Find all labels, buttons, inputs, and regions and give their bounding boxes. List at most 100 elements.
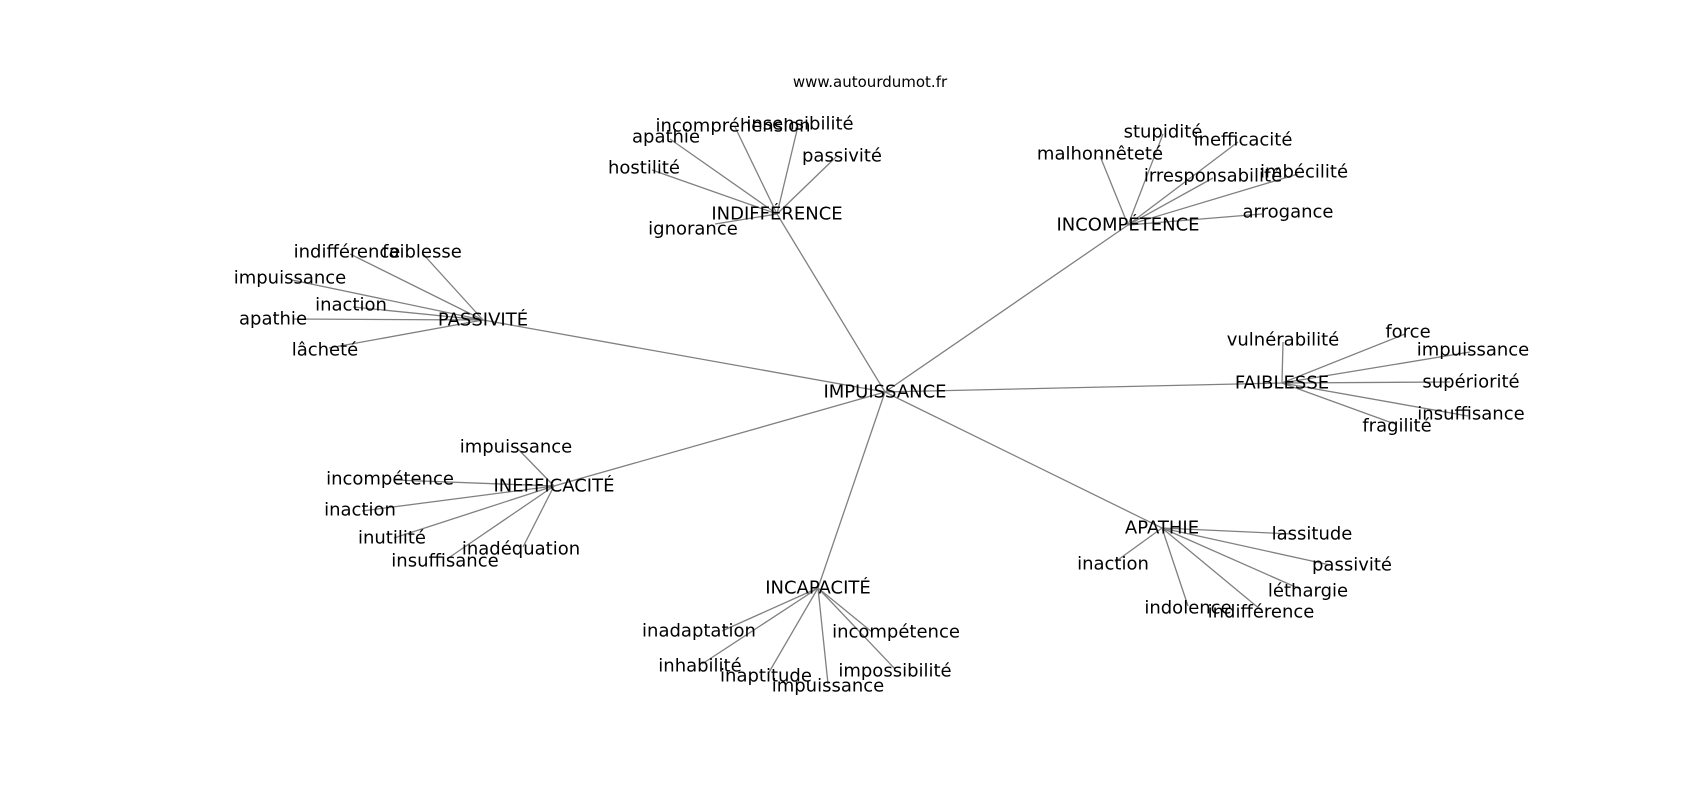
leaf-node-label: impuissance: [1417, 340, 1530, 361]
leaf-node-label: passivité: [1312, 555, 1392, 576]
edge-hub-6-leaf-0: [721, 587, 819, 632]
center-node-label: IMPUISSANCE: [823, 382, 946, 403]
edge-hub-6-leaf-1: [817, 587, 873, 633]
edge-hub-0-leaf-2: [669, 138, 778, 215]
edge-hub-1-leaf-5: [1127, 213, 1263, 226]
leaf-node-label: inaction: [324, 500, 396, 521]
edge-hub-4-leaf-5: [446, 485, 555, 560]
edges-layer: [291, 125, 1471, 685]
leaf-node-label: insuffisance: [1417, 404, 1524, 425]
edge-hub-4-leaf-2: [361, 485, 555, 512]
edge-hub-2-leaf-4: [292, 318, 484, 321]
edge-center-hub-1: [884, 224, 1129, 393]
hub-node-label: APATHIE: [1125, 518, 1199, 539]
leaf-node-label: stupidité: [1124, 122, 1203, 143]
leaf-node-label: lâcheté: [292, 340, 359, 361]
edge-hub-3-leaf-5: [1281, 382, 1396, 425]
edge-hub-5-leaf-4: [1161, 527, 1189, 607]
leaf-node-label: faiblesse: [382, 242, 462, 263]
leaf-node-label: inadéquation: [462, 539, 580, 560]
edge-hub-3-leaf-1: [1281, 333, 1406, 384]
edge-hub-0-leaf-4: [651, 169, 778, 215]
leaf-node-label: impossibilité: [838, 661, 951, 682]
edge-hub-2-leaf-3: [352, 306, 484, 321]
edge-center-hub-2: [482, 319, 886, 393]
edge-hub-5-leaf-2: [1161, 527, 1331, 566]
hub-node-label: FAIBLESSE: [1235, 373, 1329, 394]
edge-center-hub-5: [884, 391, 1163, 529]
leaf-node-label: inaction: [1077, 554, 1149, 575]
edge-hub-1-leaf-4: [1127, 173, 1299, 226]
edge-hub-6-leaf-5: [817, 587, 829, 685]
edge-hub-0-leaf-5: [714, 213, 778, 225]
leaf-node-label: supériorité: [1422, 372, 1519, 393]
edge-hub-3-leaf-4: [1281, 382, 1469, 417]
leaf-node-label: ignorance: [648, 219, 738, 240]
edge-hub-1-leaf-0: [1127, 133, 1164, 226]
leaf-node-label: incompréhension: [655, 116, 810, 137]
edge-hub-0-leaf-0: [734, 126, 778, 215]
site-watermark: www.autourdumot.fr: [793, 73, 948, 91]
edge-hub-1-leaf-1: [1127, 141, 1239, 226]
leaf-node-label: inutilité: [358, 528, 426, 549]
leaf-node-label: inaptitude: [720, 666, 812, 687]
leaf-node-label: impuissance: [234, 268, 347, 289]
leaf-node-label: léthargie: [1268, 581, 1348, 602]
leaf-node-label: incompétence: [326, 469, 454, 490]
edge-hub-2-leaf-5: [328, 319, 484, 349]
leaf-node-label: inadaptation: [642, 621, 756, 642]
leaf-node-label: force: [1385, 322, 1430, 343]
leaf-node-label: indifférence: [1208, 602, 1315, 623]
leaf-node-label: vulnérabilité: [1227, 330, 1340, 351]
leaf-node-label: lassitude: [1272, 524, 1353, 545]
edge-hub-6-leaf-4: [767, 587, 819, 675]
leaf-node-label: inaction: [315, 295, 387, 316]
edge-hub-2-leaf-1: [422, 253, 484, 321]
edge-hub-1-leaf-3: [1127, 177, 1214, 226]
leaf-node-label: arrogance: [1243, 202, 1334, 223]
edge-hub-2-leaf-2: [291, 279, 484, 321]
edge-hub-5-leaf-0: [1161, 527, 1293, 535]
leaf-node-label: incompétence: [832, 622, 960, 643]
leaf-node-label: apathie: [632, 127, 700, 148]
leaf-node-label: inefficacité: [1194, 130, 1293, 151]
leaf-node-label: apathie: [239, 309, 307, 330]
edge-hub-3-leaf-3: [1281, 381, 1451, 384]
edge-center-hub-6: [817, 391, 886, 589]
hub-node-label: INDIFFÉRENCE: [711, 203, 842, 225]
leaf-node-label: inhabilité: [658, 656, 741, 677]
leaf-node-label: passivité: [802, 146, 882, 167]
edge-center-hub-4: [553, 391, 886, 487]
edge-hub-5-leaf-5: [1161, 527, 1262, 611]
leaf-node-label: malhonnêteté: [1037, 144, 1163, 165]
leaf-node-label: imbécilité: [1260, 162, 1348, 183]
leaf-node-label: insensibilité: [746, 114, 853, 135]
edge-hub-3-leaf-0: [1281, 341, 1284, 384]
edge-hub-6-leaf-3: [817, 587, 896, 670]
edge-center-hub-0: [776, 213, 886, 393]
leaf-node-label: irresponsabilité: [1144, 166, 1282, 187]
hub-node-label: INEFFICACITÉ: [494, 475, 615, 497]
leaf-node-label: indolence: [1144, 598, 1231, 619]
edge-hub-5-leaf-1: [1114, 527, 1163, 563]
hub-node-label: INCAPACITÉ: [765, 577, 871, 599]
leaf-node-label: insuffisance: [391, 551, 498, 572]
edge-hub-1-leaf-2: [1099, 155, 1129, 226]
leaf-node-label: indifférence: [294, 242, 401, 263]
leaf-node-label: impuissance: [772, 676, 885, 697]
hub-node-label: INCOMPÉTENCE: [1056, 214, 1199, 236]
edge-hub-4-leaf-3: [393, 485, 555, 539]
edge-hub-4-leaf-4: [522, 485, 555, 548]
hub-node-label: PASSIVITÉ: [438, 309, 528, 331]
edge-hub-5-leaf-3: [1161, 527, 1301, 590]
edge-center-hub-3: [884, 382, 1283, 393]
edge-hub-3-leaf-2: [1281, 351, 1471, 384]
edge-hub-4-leaf-1: [394, 479, 555, 487]
labels-layer: www.autourdumot.fr IMPUISSANCE INDIFFÉREN…: [234, 73, 1530, 697]
edge-hub-4-leaf-0: [517, 448, 555, 487]
edge-hub-0-leaf-1: [776, 125, 799, 215]
leaf-node-label: impuissance: [460, 437, 573, 458]
leaf-node-label: fragilité: [1362, 416, 1431, 437]
leaf-node-label: hostilité: [608, 158, 680, 179]
